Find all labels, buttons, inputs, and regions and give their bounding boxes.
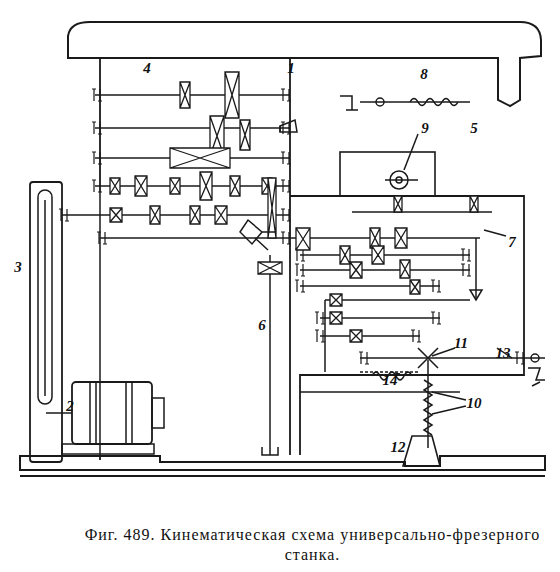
bearing [281,180,291,192]
bearing [92,122,102,134]
bearing [281,209,291,221]
bearing [295,249,305,261]
bearing [295,264,305,276]
bearing [92,89,102,101]
gear [470,196,478,212]
bearing [281,122,291,134]
callout-number: 6 [257,318,267,333]
bearing [92,180,102,192]
gear [258,262,282,274]
gear [110,178,120,194]
bearing [431,280,441,292]
gear [350,262,362,278]
gear [240,120,250,150]
callout-number: 14 [382,373,399,388]
gear [372,246,384,264]
bearing [359,352,369,364]
bearing [295,280,305,292]
bearing [315,330,325,342]
gear [215,206,227,224]
callout-number: 3 [13,260,23,275]
bearing [92,152,102,164]
gear [330,294,342,306]
gear [350,330,362,342]
shaft [100,237,290,239]
gear [135,176,147,196]
gear [268,178,276,238]
callout-number: 11 [453,336,469,351]
bearing [281,89,291,101]
shaft [95,94,290,96]
bearing [97,232,107,244]
bearing [315,312,325,324]
callout-number: 4 [142,61,152,76]
gear [395,228,407,248]
callout-number: 10 [466,396,483,411]
callout-number: 1 [286,61,296,76]
bevel-gear [240,220,276,250]
gear [230,176,240,196]
callout-number: 5 [469,121,479,136]
gear [150,206,160,224]
bearing [461,264,471,276]
gear [190,206,200,224]
gear [394,196,402,212]
gear [370,228,380,248]
shaft [95,127,290,129]
gear [296,228,310,250]
gear [330,312,342,324]
bearing [461,249,471,261]
gear [200,172,212,200]
callout-number: 8 [419,67,429,82]
bearing [59,209,69,221]
gear [110,208,122,222]
bearing [515,352,525,364]
gear [340,246,350,264]
bearing [281,152,291,164]
callout-number: 9 [420,121,430,136]
callout-number: 12 [390,440,407,455]
bearing [431,312,441,324]
bearing [281,232,291,244]
bearing [411,330,421,342]
figure-caption: Фиг. 489. Кинематическая схема универсал… [70,525,555,565]
callout-number: 13 [495,346,512,361]
callout-number: 2 [65,399,75,414]
gear [180,82,190,108]
gear [170,148,230,168]
callout-number: 7 [507,235,517,250]
shaft [95,185,290,187]
shaft [62,214,290,216]
gear [410,280,420,294]
gear [170,178,180,194]
gear [225,72,239,118]
gear [400,260,410,278]
